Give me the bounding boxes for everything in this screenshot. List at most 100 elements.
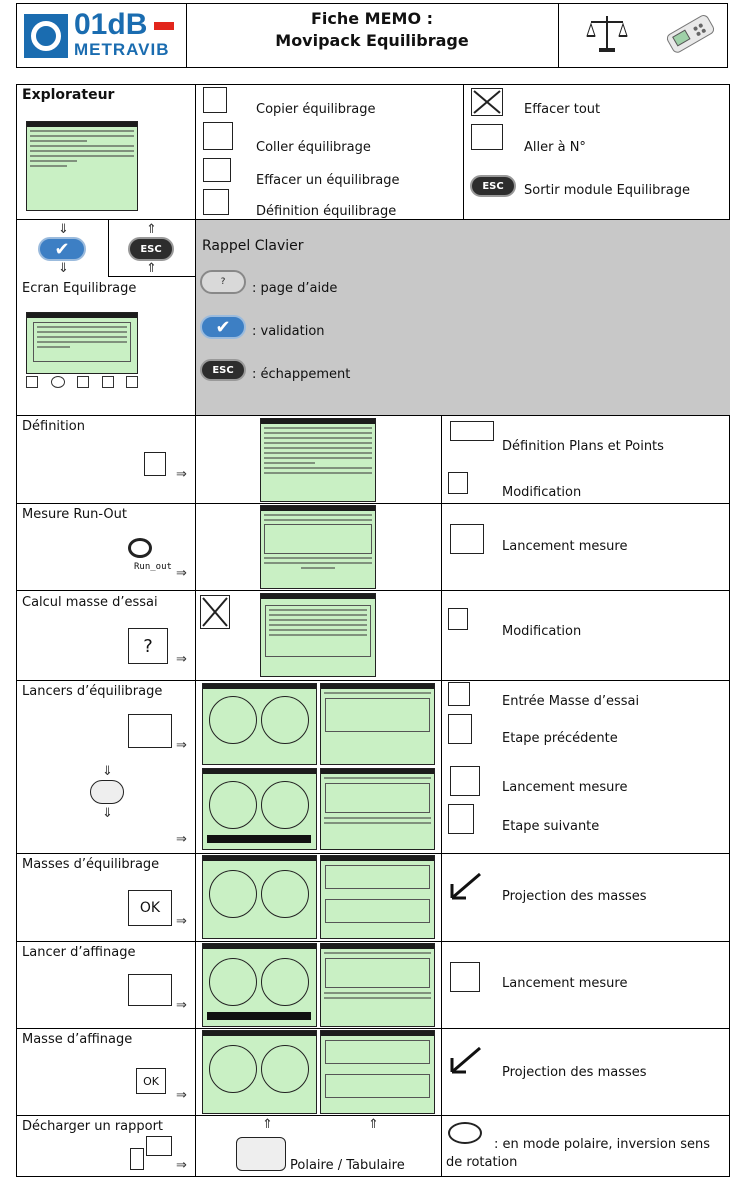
esc-key-icon[interactable]: ESC	[200, 359, 246, 381]
lancers-screen-table-2	[320, 768, 435, 850]
logo-text-top: 01dB	[74, 8, 148, 41]
modification-icon	[448, 472, 468, 494]
right-arrow-icon: ⇒	[176, 652, 187, 667]
row-lancers-action-4: Etape suivante	[502, 819, 600, 834]
help-key-icon[interactable]: ?	[200, 270, 246, 294]
balance-icon	[582, 10, 632, 56]
rotation-icon	[448, 1122, 482, 1144]
ok-mass-icon: OK	[128, 890, 172, 926]
runout-caption: Run_out	[134, 562, 172, 572]
definition-icon	[203, 189, 229, 215]
right-arrow-icon: ⇒	[176, 467, 187, 482]
logo-icon	[24, 14, 68, 58]
explorer-screen	[26, 121, 138, 211]
action-paste: Coller équilibrage	[256, 140, 371, 155]
right-arrow-icon: ⇒	[176, 914, 187, 929]
affinage-screen-polar	[202, 943, 317, 1027]
logo-text-bottom: METRAVIB	[74, 40, 170, 59]
lancers-screen-table-1	[320, 683, 435, 765]
row-masses-action-1: Projection des masses	[502, 889, 647, 904]
action-copy: Copier équilibrage	[256, 102, 376, 117]
key-escape-text: : échappement	[252, 367, 351, 382]
modification-icon	[448, 608, 468, 630]
header-box	[16, 3, 728, 68]
enter-test-mass-icon	[448, 682, 470, 706]
projection-icon	[448, 870, 484, 902]
launch-measure-icon	[450, 766, 480, 796]
paste-icon	[203, 122, 233, 150]
check-key-icon[interactable]: ✔	[200, 315, 246, 339]
row-lancers-action-1: Entrée Masse d’essai	[502, 694, 640, 709]
launch-measure-icon	[450, 524, 484, 554]
plans-points-icon	[450, 421, 494, 441]
down-arrow-icon: ⇓	[102, 764, 113, 779]
device-icon	[130, 1148, 144, 1170]
erase-all-icon	[200, 595, 230, 629]
runout-sensor-icon	[128, 538, 152, 558]
up-arrow-icon: ⇑	[146, 222, 157, 237]
launch-balancing-icon	[128, 714, 172, 748]
logo: 01dB METRAVIB	[24, 10, 184, 62]
right-arrow-icon: ⇒	[176, 1088, 187, 1103]
up-arrow-icon: ⇑	[262, 1117, 273, 1132]
right-arrow-icon: ⇒	[176, 832, 187, 847]
ecran-screen	[26, 312, 138, 374]
definition-icon	[144, 452, 166, 476]
down-arrow-icon: ⇓	[102, 806, 113, 821]
erase-all-icon	[471, 88, 503, 116]
key-validation-text: : validation	[252, 324, 325, 339]
action-goto: Aller à N°	[524, 140, 586, 155]
action-exit-module: Sortir module Equilibrage	[524, 183, 690, 198]
row-lancers-action-3: Lancement mesure	[502, 780, 628, 795]
erase-one-icon	[203, 158, 231, 182]
row-calcul-title: Calcul masse d’essai	[22, 595, 158, 610]
ok-mass-icon: OK	[136, 1068, 166, 1094]
row-runout-title: Mesure Run-Out	[22, 507, 127, 522]
down-arrow-icon: ⇓	[58, 222, 69, 237]
memo-table	[16, 84, 730, 1177]
row-rapport-middle: Polaire / Tabulaire	[290, 1158, 405, 1173]
calcul-screen	[260, 593, 376, 677]
row-affinage-title: Lancer d’affinage	[22, 945, 136, 960]
row-definition-title: Définition	[22, 419, 85, 434]
previous-step-icon	[448, 714, 472, 744]
row-runout-action-1: Lancement mesure	[502, 539, 628, 554]
row-lancers-title: Lancers d’équilibrage	[22, 684, 163, 699]
launch-refine-icon	[128, 974, 172, 1006]
page-title: Fiche MEMO : Movipack Equilibrage	[275, 9, 469, 50]
device-icon	[660, 8, 720, 58]
launch-measure-icon	[450, 962, 480, 992]
row-masse-aff-title: Masse d’affinage	[22, 1032, 133, 1047]
row-affinage-action-1: Lancement mesure	[502, 976, 628, 991]
masse-aff-screen-table	[320, 1030, 435, 1114]
row-rapport-title: Décharger un rapport	[22, 1119, 164, 1134]
right-arrow-icon: ⇒	[176, 738, 187, 753]
row-lancers-action-2: Etape précédente	[502, 731, 618, 746]
row-definition-action-2: Modification	[502, 485, 582, 500]
right-arrow-icon: ⇒	[176, 566, 187, 581]
polar-tabular-icon	[236, 1137, 286, 1171]
check-key-icon[interactable]: ✔	[38, 237, 86, 261]
right-arrow-icon: ⇒	[176, 1158, 187, 1173]
row-masse-aff-action-1: Projection des masses	[502, 1065, 647, 1080]
esc-key-icon[interactable]: ESC	[470, 175, 516, 197]
key-help-text: : page d’aide	[252, 281, 338, 296]
down-arrow-icon: ⇓	[58, 261, 69, 276]
step-abc-icon	[90, 780, 124, 804]
esc-key-icon[interactable]: ESC	[128, 237, 174, 261]
test-mass-icon: ?	[128, 628, 168, 664]
masse-aff-screen-polar	[202, 1030, 317, 1114]
lancers-screen-polar-1	[202, 683, 317, 765]
lancers-screen-polar-2	[202, 768, 317, 850]
ecran-title: Ecran Equilibrage	[22, 281, 137, 296]
action-erase-all: Effacer tout	[524, 102, 601, 117]
action-erase-one: Effacer un équilibrage	[256, 173, 400, 188]
masses-screen-table	[320, 855, 435, 939]
up-arrow-icon: ⇑	[368, 1117, 379, 1132]
right-arrow-icon: ⇒	[176, 998, 187, 1013]
row-calcul-action-1: Modification	[502, 624, 582, 639]
runout-screen	[260, 505, 376, 589]
row-definition-action-1: Définition Plans et Points	[502, 439, 664, 454]
ecran-toolbar-icons	[26, 376, 138, 398]
computer-icon	[146, 1136, 172, 1156]
